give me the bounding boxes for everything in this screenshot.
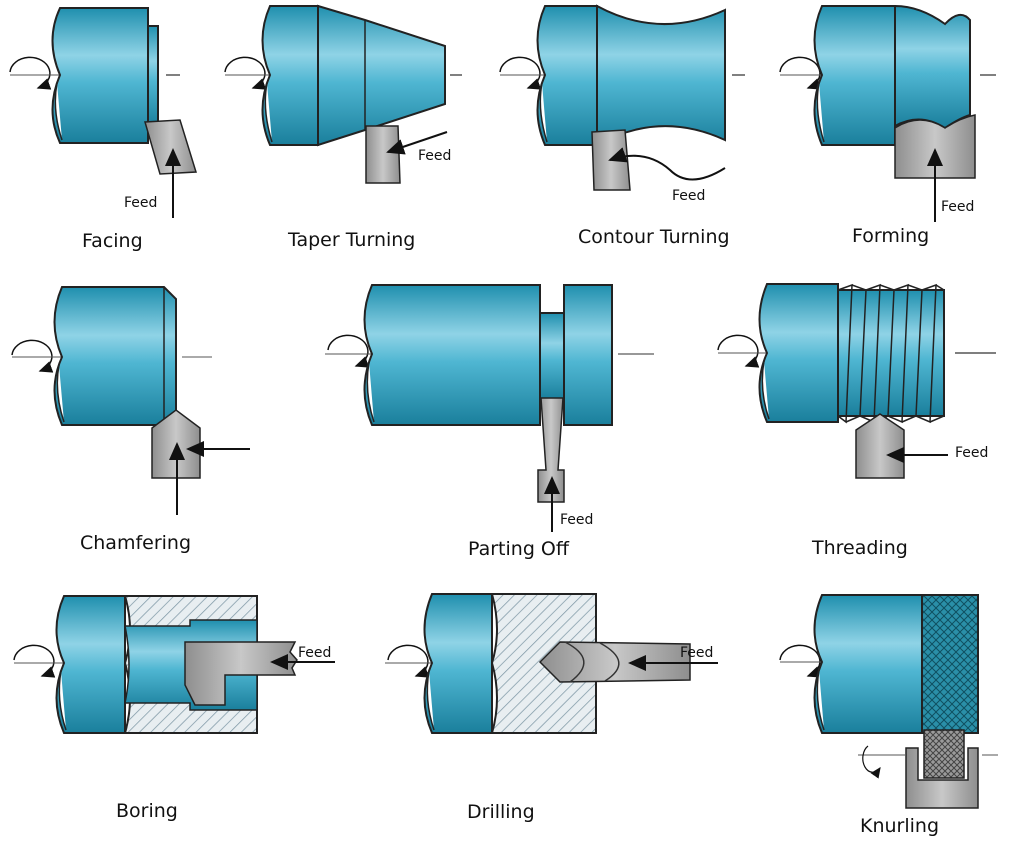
boring-tool xyxy=(184,641,298,706)
threading-tool xyxy=(855,413,905,479)
feed-label-parting: Feed xyxy=(560,512,594,528)
caption-knurling: Knurling xyxy=(860,815,940,837)
caption-chamfering: Chamfering xyxy=(80,532,192,554)
threading-figure xyxy=(717,283,996,479)
rotation-arrow-icon xyxy=(224,56,267,90)
feed-label-boring: Feed xyxy=(298,645,332,661)
caption-facing: Facing xyxy=(82,230,143,252)
chamfering-workpiece xyxy=(53,286,177,426)
rotation-arrow-icon xyxy=(9,56,52,90)
feed-label-drilling: Feed xyxy=(680,645,714,661)
facing-workpiece xyxy=(51,7,149,144)
parting-workpiece xyxy=(363,284,541,426)
caption-parting-off: Parting Off xyxy=(468,538,569,560)
parting-figure xyxy=(325,284,654,532)
caption-threading: Threading xyxy=(812,537,908,559)
caption-forming: Forming xyxy=(852,225,930,247)
taper-figure xyxy=(224,4,462,184)
contour-figure xyxy=(499,4,745,191)
forming-figure xyxy=(779,4,996,222)
feed-arrow-icon xyxy=(608,147,726,181)
drilling-figure xyxy=(385,593,718,734)
facing-tool xyxy=(144,119,197,175)
rotation-arrow-icon xyxy=(779,56,822,90)
feed-label-threading: Feed xyxy=(955,445,989,461)
rotation-arrow-icon xyxy=(499,56,542,90)
contour-workpiece xyxy=(596,4,726,147)
feed-label-taper: Feed xyxy=(418,148,452,164)
knurling-wheel xyxy=(923,729,965,779)
feed-arrow-icon xyxy=(386,131,448,155)
threading-workpiece xyxy=(837,289,945,417)
knurling-holder xyxy=(905,747,979,809)
rotation-arrow-icon xyxy=(779,644,822,678)
feed-label-facing: Feed xyxy=(124,195,158,211)
rotation-arrow-icon xyxy=(387,644,430,678)
feed-label-forming: Feed xyxy=(941,199,975,215)
boring-figure xyxy=(13,595,335,734)
knurling-figure xyxy=(779,594,998,809)
knurling-workpiece xyxy=(921,594,979,734)
caption-contour-turning: Contour Turning xyxy=(578,226,730,248)
taper-workpiece xyxy=(317,4,446,147)
caption-drilling: Drilling xyxy=(467,801,535,823)
feed-label-contour: Feed xyxy=(672,188,706,204)
caption-taper-turning: Taper Turning xyxy=(288,229,416,251)
chamfering-figure xyxy=(11,286,250,515)
caption-boring: Boring xyxy=(116,800,178,822)
rotation-arrow-icon xyxy=(327,334,370,368)
rotation-arrow-icon xyxy=(11,339,54,373)
rotation-arrow-icon xyxy=(13,644,56,678)
forming-tool xyxy=(894,114,976,179)
rotation-arrow-icon xyxy=(717,334,760,368)
forming-workpiece xyxy=(894,4,971,130)
taper-tool xyxy=(365,125,401,184)
facing-figure xyxy=(9,7,197,218)
